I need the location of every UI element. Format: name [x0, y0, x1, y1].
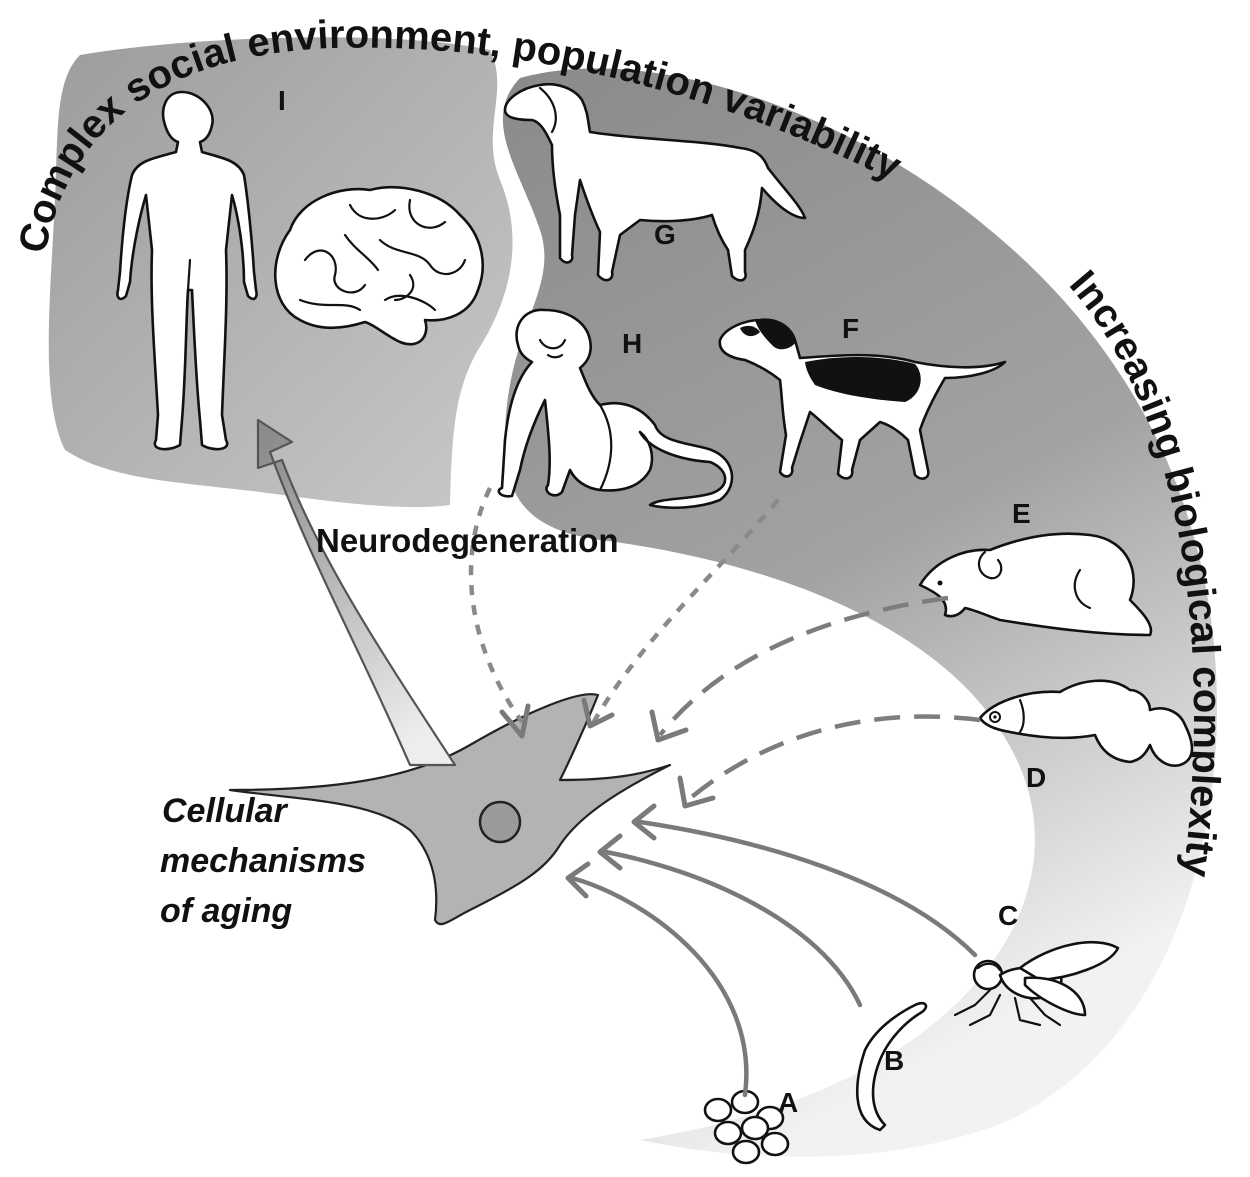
label-B: B	[884, 1045, 904, 1076]
nucleus	[478, 800, 522, 844]
dog-icon	[503, 82, 807, 282]
solid-arrows	[565, 803, 978, 1098]
large-arrow-to-human	[256, 418, 457, 767]
label-G: G	[654, 219, 676, 250]
human-figure-icon	[116, 90, 258, 451]
brain-icon	[273, 186, 484, 346]
cellular-label-line1: Cellular	[162, 792, 288, 830]
cellular-label-line2: mechanisms	[160, 842, 366, 880]
complexity-band	[502, 68, 1217, 1157]
fly-icon	[953, 940, 1120, 1027]
mouse-icon	[918, 532, 1153, 637]
label-C: C	[998, 900, 1018, 931]
cellular-label-line3: of aging	[160, 892, 292, 930]
neurodegeneration-label: Neurodegeneration	[316, 522, 619, 559]
label-E: E	[1012, 498, 1031, 529]
fish-icon	[978, 679, 1194, 767]
label-H: H	[622, 328, 642, 359]
label-F: F	[842, 313, 859, 344]
label-D: D	[1026, 762, 1046, 793]
dashed-arrows	[649, 595, 981, 809]
neuron-icon	[228, 693, 672, 926]
monkey-icon	[497, 308, 734, 510]
label-I: I	[278, 85, 286, 116]
yeast-cells-icon	[703, 1089, 790, 1165]
spotted-dog-icon	[718, 318, 1007, 480]
worm-icon	[855, 1001, 928, 1132]
label-A: A	[778, 1087, 798, 1118]
dotted-arrows	[468, 487, 780, 739]
